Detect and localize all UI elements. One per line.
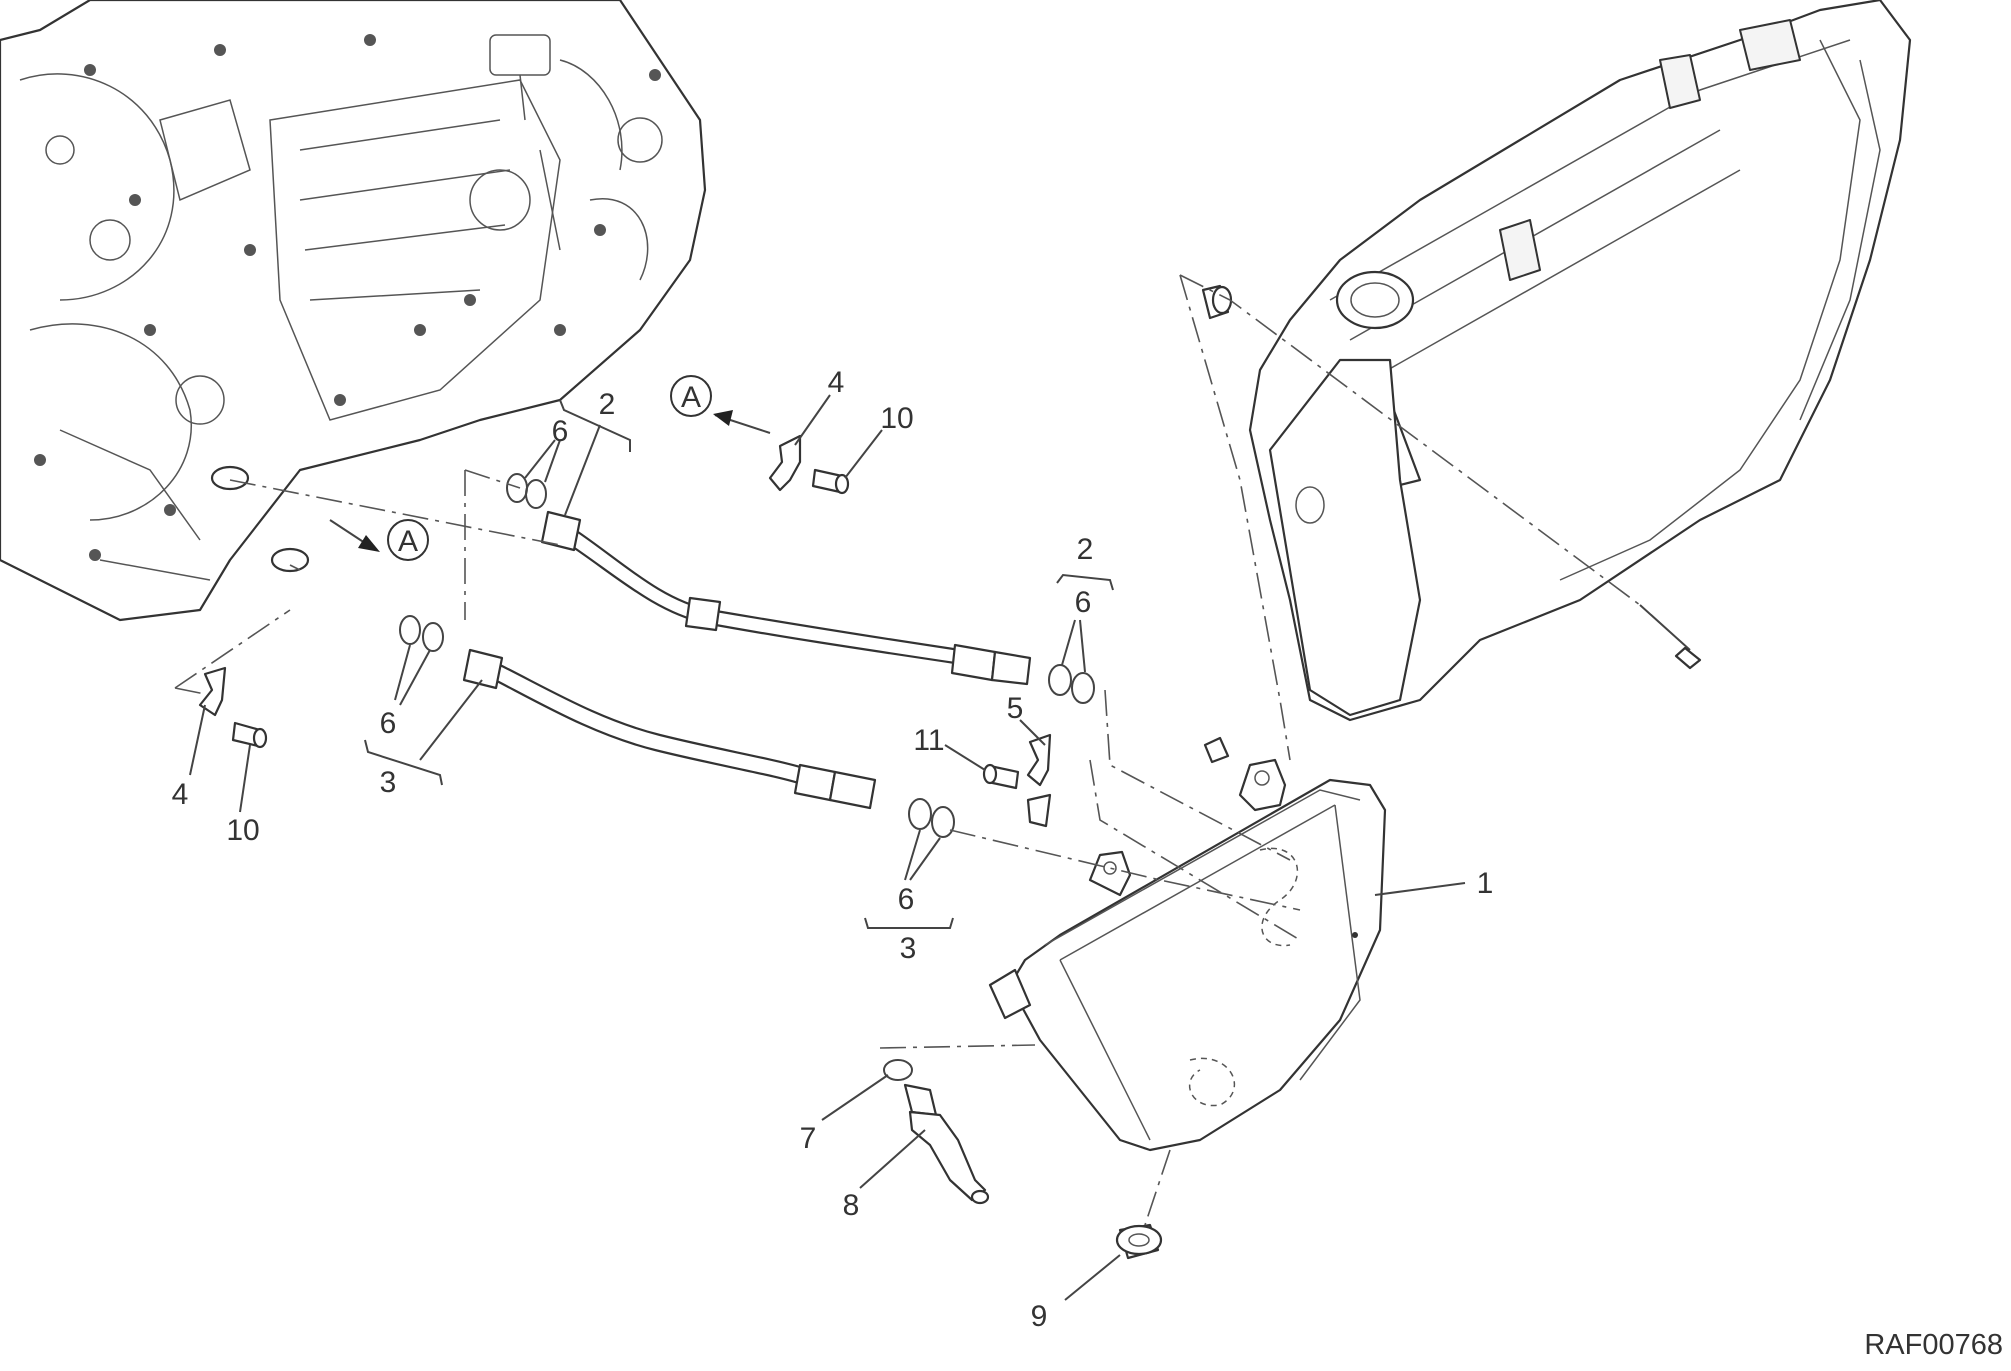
drain-plug-part-9 xyxy=(1115,1223,1163,1260)
oil-hose-upper-part-2 xyxy=(540,510,1032,686)
callout-labels: 1 2 2 3 3 4 4 5 6 6 6 6 7 8 9 10 10 11 xyxy=(172,366,1494,1333)
callout-7: 7 xyxy=(800,1122,817,1155)
screws-part-10-11 xyxy=(231,468,1020,790)
temperature-sensor-part-8 xyxy=(883,1059,990,1205)
drawing-code: RAF00768 xyxy=(1864,1329,2003,1361)
ref-a-label: A xyxy=(398,525,418,558)
callout-2: 2 xyxy=(599,388,616,421)
callout-1: 1 xyxy=(1477,867,1494,900)
callout-6: 6 xyxy=(898,883,915,916)
reference-mark-a-left: A xyxy=(387,519,429,561)
callout-6: 6 xyxy=(1075,586,1092,619)
callout-5: 5 xyxy=(1007,692,1024,725)
callout-9: 9 xyxy=(1031,1300,1048,1333)
ref-a-label: A xyxy=(681,381,701,414)
alignment-lines xyxy=(174,274,1641,1226)
callout-4: 4 xyxy=(828,366,845,399)
engine-block xyxy=(0,0,707,622)
callout-2: 2 xyxy=(1077,533,1094,566)
callout-8: 8 xyxy=(843,1189,860,1222)
reference-mark-a-top: A xyxy=(670,375,712,417)
callout-10: 10 xyxy=(226,814,259,847)
callout-4: 4 xyxy=(172,778,189,811)
oil-hose-lower-part-3 xyxy=(462,648,877,810)
callout-6: 6 xyxy=(552,415,569,448)
callout-10: 10 xyxy=(880,402,913,435)
oil-cooler-part-1 xyxy=(988,736,1387,1152)
callout-3: 3 xyxy=(380,766,397,799)
callout-11: 11 xyxy=(913,724,944,757)
callout-3: 3 xyxy=(900,932,917,965)
radiator-frame xyxy=(1201,0,1912,722)
o-rings-part-6 xyxy=(399,473,1095,838)
leader-lines xyxy=(189,394,1466,1301)
hose-clips-part-4-5 xyxy=(198,434,1052,828)
callout-6: 6 xyxy=(380,707,397,740)
